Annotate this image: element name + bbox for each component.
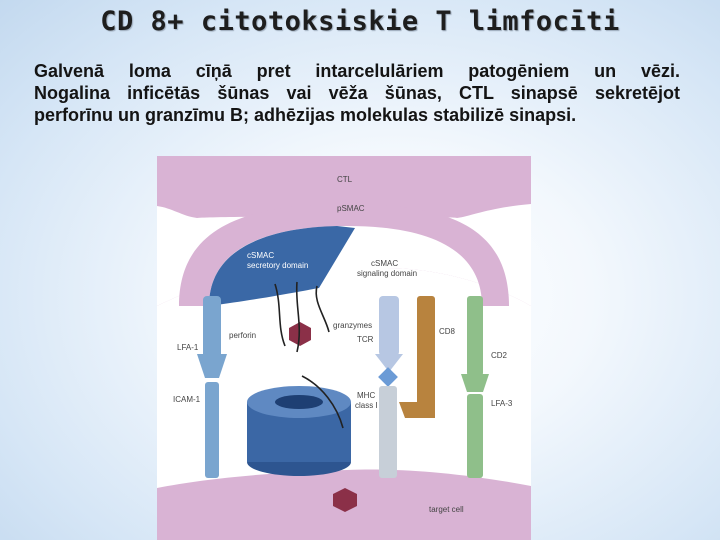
label-csmac-secretory-2: secretory domain — [247, 261, 308, 270]
label-ctl: CTL — [337, 175, 353, 184]
synapse-figure: CTL pSMAC cSMAC secretory domain cSMAC s… — [157, 156, 531, 540]
label-lfa3: LFA-3 — [491, 399, 513, 408]
body-line-3: perforīnu un granzīmu B; adhēzijas molek… — [34, 104, 680, 126]
tcr-stalk — [379, 296, 399, 356]
label-granzymes: granzymes — [333, 321, 372, 330]
label-icam1: ICAM-1 — [173, 395, 201, 404]
label-psmac: pSMAC — [337, 204, 365, 213]
lfa3-stalk — [467, 394, 483, 478]
mhc-class-i — [379, 386, 397, 478]
label-cd8: CD8 — [439, 327, 456, 336]
label-cd2: CD2 — [491, 351, 508, 360]
slide-title: CD 8+ citotoksiskie T limfocīti — [0, 6, 720, 37]
label-tcr: TCR — [357, 335, 374, 344]
perforin-pore-hole — [275, 395, 323, 409]
body-line-2: Nogalina inficētās šūnas vai vēža šūnas,… — [34, 82, 680, 104]
label-mhc-2: class I — [355, 401, 378, 410]
synapse-diagram: CTL pSMAC cSMAC secretory domain cSMAC s… — [157, 156, 531, 540]
label-csmac-signaling-1: cSMAC — [371, 259, 398, 268]
icam1-stalk — [205, 382, 219, 478]
label-mhc-1: MHC — [357, 391, 375, 400]
cd8-stalk — [417, 296, 435, 406]
label-lfa1: LFA-1 — [177, 343, 199, 352]
body-line-1: Galvenā loma cīņā pret intarcelulāriem p… — [34, 60, 680, 82]
label-csmac-signaling-2: signaling domain — [357, 269, 417, 278]
label-perforin: perforin — [229, 331, 256, 340]
cd2-stalk — [467, 296, 483, 376]
cd8-foot — [399, 402, 435, 418]
label-csmac-secretory-1: cSMAC — [247, 251, 274, 260]
slide-body-text: Galvenā loma cīņā pret intarcelulāriem p… — [34, 60, 680, 126]
label-target-cell: target cell — [429, 505, 464, 514]
lfa1-stalk — [203, 296, 221, 358]
